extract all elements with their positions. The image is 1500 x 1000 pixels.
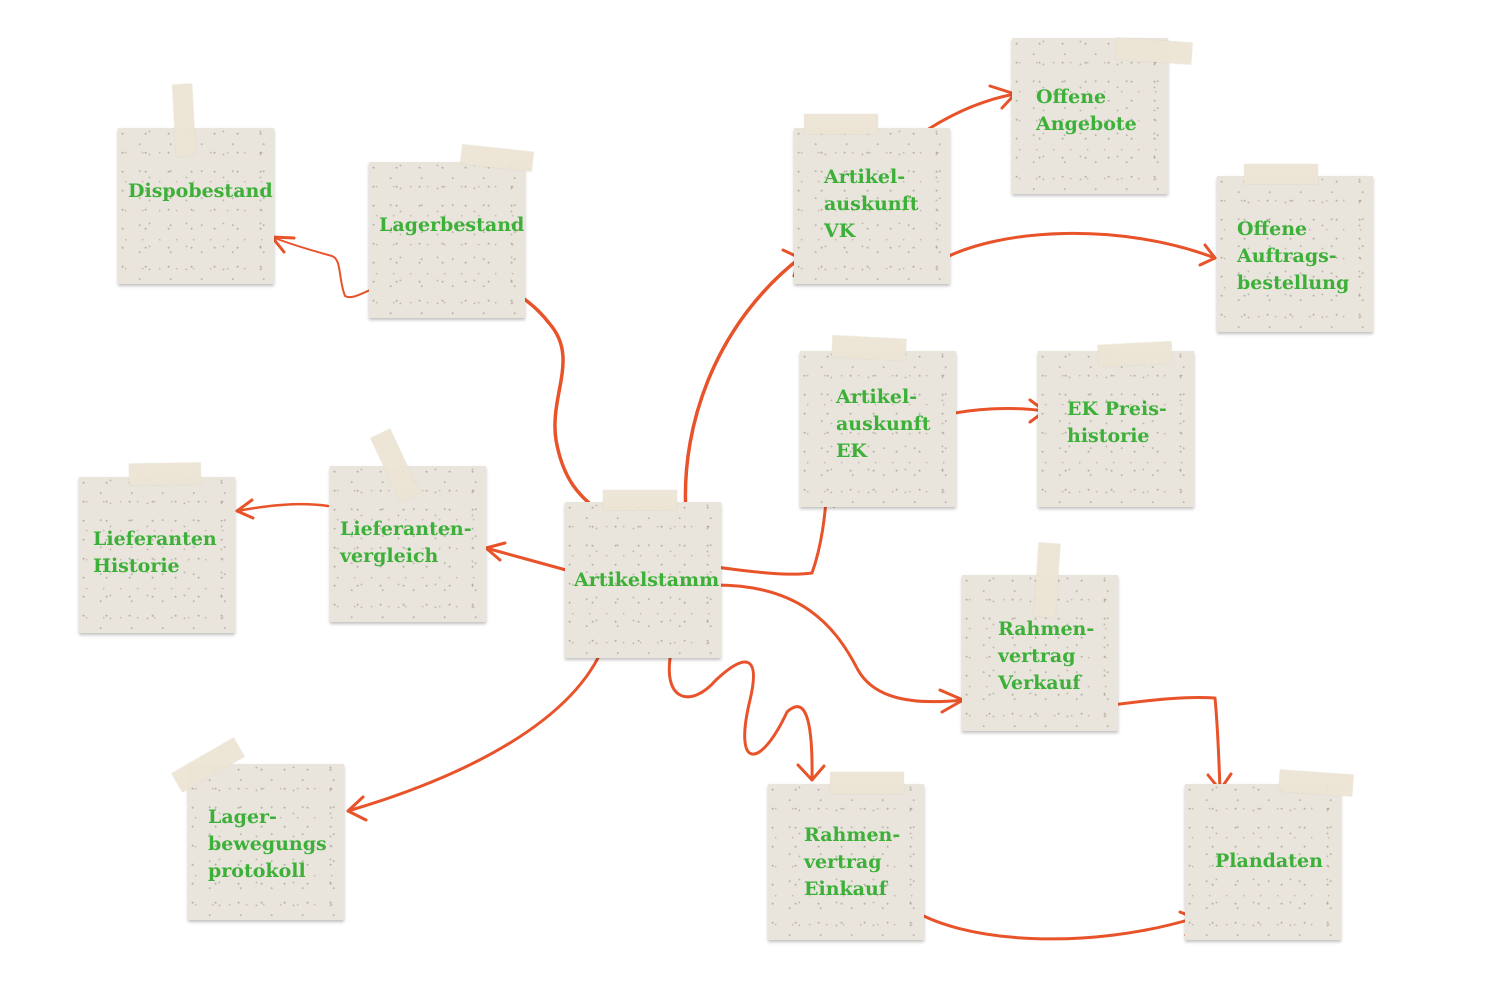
note-label: Lieferanten- vergleich (340, 516, 472, 570)
note-artikelauskunft-vk: Artikel- auskunft VK (794, 114, 950, 284)
note-label-line: historie (1067, 425, 1150, 447)
note-label-line: bestellung (1237, 272, 1350, 294)
arrow-artikelstamm-to-lagerbewegungsprotokoll (346, 643, 606, 813)
tape (1115, 37, 1193, 65)
arrowhead-rahmenvertrag-einkauf (796, 763, 826, 782)
note-label-line: Plandaten (1215, 850, 1323, 872)
note-label-line: vergleich (340, 545, 439, 567)
note-label-line: Historie (93, 555, 180, 577)
note-label-line: Verkauf (998, 672, 1081, 694)
arrowhead-lieferanten-historie (235, 498, 255, 520)
tape (128, 462, 202, 486)
tape (1097, 341, 1173, 367)
note-offene-angebote: Offene Angebote (1012, 37, 1193, 194)
note-label-line: EK (836, 440, 867, 462)
note-label-line: protokoll (208, 860, 306, 882)
note-artikelauskunft-ek: Artikel- auskunft EK (800, 335, 956, 507)
note-label-line: Offene (1237, 218, 1308, 240)
note-label: EK Preis- historie (1067, 396, 1167, 450)
note-label-line: Auftrags- (1237, 245, 1337, 267)
note-rahmenvertrag-verkauf: Rahmen- vertrag Verkauf (962, 542, 1118, 731)
note-label-line: Dispobestand (128, 180, 273, 202)
note-label-line: Lieferanten (93, 528, 217, 550)
tape (1244, 164, 1318, 184)
note-label-line: vertrag (998, 645, 1076, 667)
tape (830, 772, 904, 794)
arrow-artikelstamm-to-rahmenvertrag-einkauf (667, 646, 814, 782)
arrow-rahmenvertrag-verkauf-to-plandaten (1103, 695, 1222, 792)
note-label: Dispobestand (128, 178, 273, 205)
note-label-line: bewegungs (208, 833, 327, 855)
note-label: Artikel- auskunft EK (836, 384, 931, 465)
note-label: Rahmen- vertrag Einkauf (804, 822, 900, 903)
note-label-line: Einkauf (804, 878, 887, 900)
arrow-artikelstamm-to-lieferantenvergleich (484, 546, 568, 572)
arrow-artikelstamm-to-artikelauskunft-ek (714, 488, 829, 576)
note-label-line: VK (824, 220, 856, 242)
note-lagerbewegungsprotokoll: Lager- bewegungs protokoll (171, 737, 344, 920)
note-label-line: Angebote (1036, 113, 1137, 135)
note-dispobestand: Dispobestand (118, 83, 274, 284)
arrowhead-lagerbewegungsprotokoll (346, 795, 368, 822)
arrowhead-lieferantenvergleich (484, 541, 507, 562)
note-lieferantenvergleich: Lieferanten- vergleich (330, 428, 486, 622)
arrow-artikelauskunft-ek-to-ek-preishistorie (943, 406, 1047, 417)
note-label-line: Artikel- (824, 166, 906, 188)
note-label-line: auskunft (836, 413, 931, 435)
arrow-lagerbestand-to-dispobestand (271, 236, 378, 299)
note-label: Offene Angebote (1036, 84, 1137, 138)
arrow-artikelstamm-to-lagerbestand (501, 283, 602, 514)
note-label-line: Artikel- (836, 386, 918, 408)
arrow-rahmenvertrag-einkauf-to-plandaten (903, 903, 1197, 941)
note-ek-preishistorie: EK Preis- historie (1038, 341, 1194, 507)
tape (603, 490, 677, 510)
note-offene-auftragsbestellung: Offene Auftrags- bestellung (1217, 164, 1373, 332)
note-lagerbestand: Lagerbestand (369, 144, 534, 318)
tape (831, 335, 907, 361)
note-rahmenvertrag-einkauf: Rahmen- vertrag Einkauf (768, 772, 924, 940)
note-lieferanten-historie: Lieferanten Historie (79, 462, 235, 633)
tape (1278, 769, 1354, 797)
note-plandaten: Plandaten (1185, 769, 1354, 940)
note-label-line: Rahmen- (804, 824, 901, 846)
note-artikelstamm: Artikelstamm (565, 490, 721, 658)
note-label-line: Rahmen- (998, 618, 1095, 640)
note-label-line: Artikelstamm (574, 569, 720, 591)
note-label: Lagerbestand (379, 212, 524, 239)
note-label-line: EK Preis- (1067, 398, 1167, 420)
note-label: Artikelstamm (574, 567, 719, 594)
note-label: Lager- bewegungs protokoll (208, 804, 327, 885)
note-label: Artikel- auskunft VK (824, 164, 919, 245)
note-label: Rahmen- vertrag Verkauf (998, 616, 1094, 697)
arrow-artikelauskunft-vk-to-auftragsbestellung (939, 231, 1217, 262)
note-label-line: Offene (1036, 86, 1107, 108)
tape (804, 114, 878, 134)
note-label-line: Lieferanten- (340, 518, 472, 540)
arrow-artikelstamm-to-rahmenvertrag-verkauf (714, 583, 965, 704)
note-label-line: Lager- (208, 806, 277, 828)
arrow-lieferantenvergleich-to-historie (235, 502, 330, 513)
tape (172, 83, 196, 157)
tape (1033, 542, 1061, 618)
arrow-artikelstamm-to-artikelauskunft-vk (683, 256, 802, 516)
note-label: Offene Auftrags- bestellung (1237, 216, 1349, 297)
arrowhead-auftragsbestellung (1198, 243, 1217, 267)
note-label: Lieferanten Historie (93, 526, 217, 580)
note-label: Plandaten (1215, 848, 1323, 875)
note-label-line: Lagerbestand (379, 214, 525, 236)
note-label-line: vertrag (804, 851, 882, 873)
note-label-line: auskunft (824, 193, 919, 215)
